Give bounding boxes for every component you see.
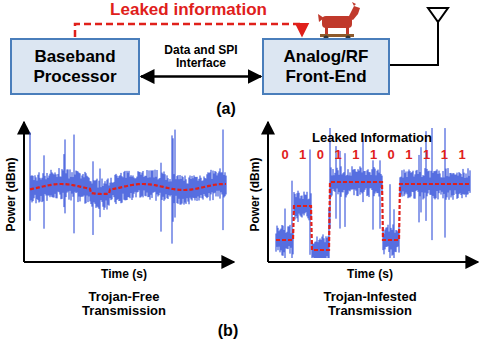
interface-arrow xyxy=(141,75,261,78)
antenna-symbol xyxy=(384,8,448,65)
trojan-infested-signal xyxy=(276,128,470,258)
plot-label: Time (s) xyxy=(101,268,147,281)
plot-label: Time (s) xyxy=(347,268,393,281)
bit-value: 1 xyxy=(299,148,306,162)
plot-label: Trojan-Free Transmission xyxy=(64,290,184,319)
plot-axes xyxy=(24,122,478,262)
plot-label: Trojan-Infested Transmission xyxy=(310,290,430,319)
plot-label: Leaked Information xyxy=(312,131,432,145)
interface-label: Data and SPI Interface xyxy=(143,44,259,70)
bit-value: 1 xyxy=(370,148,377,162)
bit-value: 1 xyxy=(423,148,430,162)
bit-value: 0 xyxy=(388,148,395,162)
process-box: Baseband Processor xyxy=(10,38,140,95)
bit-value: 1 xyxy=(352,148,359,162)
leak-path xyxy=(75,24,302,37)
axis-label: Power (dBm) xyxy=(5,158,18,232)
axis-label: Power (dBm) xyxy=(249,158,262,232)
plot-label: (a) xyxy=(216,100,236,118)
bit-value: 1 xyxy=(405,148,412,162)
box-label: Analog/RF Front-End xyxy=(264,43,388,90)
bit-value: 1 xyxy=(458,148,465,162)
trojan-horse-icon xyxy=(318,2,360,41)
bit-value: 1 xyxy=(441,148,448,162)
bit-value: 1 xyxy=(334,148,341,162)
process-box: Analog/RF Front-End xyxy=(262,38,390,95)
box-label: Baseband Processor xyxy=(12,43,138,90)
bit-value: 0 xyxy=(317,148,324,162)
bit-value: 0 xyxy=(281,148,288,162)
leak-label: Leaked information xyxy=(110,1,267,20)
plot-label: (b) xyxy=(218,322,238,340)
trojan-free-signal xyxy=(30,130,226,244)
